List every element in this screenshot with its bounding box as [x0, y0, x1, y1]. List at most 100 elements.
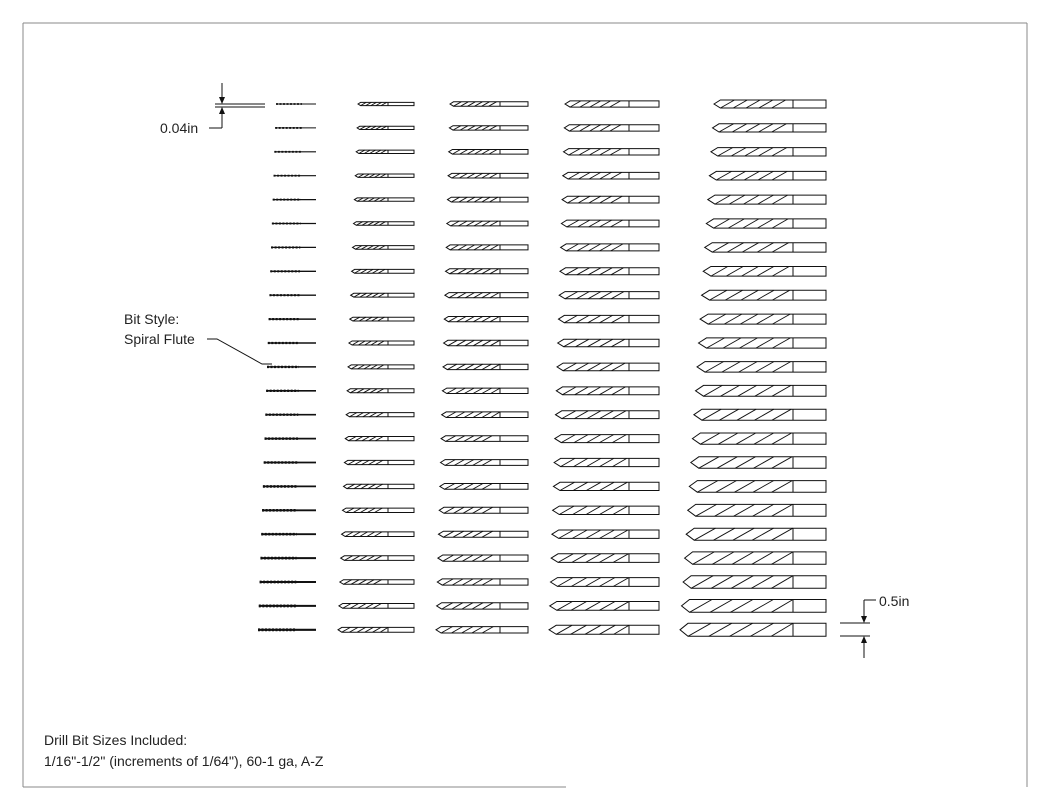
drill-bit	[553, 434, 660, 444]
bit-style-leader-line	[207, 338, 272, 365]
drill-bit-flutes	[344, 531, 383, 537]
sheet-frame	[22, 22, 1028, 788]
drill-bit-outline	[438, 506, 529, 514]
drill-bit-outline	[561, 195, 660, 204]
drill-bit-outline	[564, 100, 660, 108]
drill-bit-outline	[441, 387, 529, 394]
drill-bit-outline	[347, 340, 415, 346]
drill-bit	[554, 410, 660, 420]
drill-bit-flutes	[442, 554, 494, 562]
drill-bit	[440, 435, 529, 442]
drill-bit-outline	[559, 243, 660, 252]
drill-bit-outline	[688, 480, 827, 493]
drill-bit-flutes	[450, 220, 499, 227]
drill-bit-outline	[702, 266, 827, 277]
drill-bit-outline	[703, 242, 827, 253]
drill-bit	[345, 412, 415, 418]
drill-bit	[558, 267, 660, 276]
drill-bit-flutes	[558, 529, 629, 539]
drill-bit-outline	[447, 149, 529, 155]
drill-bit-outline	[345, 412, 415, 418]
drill-bit-outline	[562, 148, 660, 156]
drill-bit-outline	[351, 245, 415, 250]
drill-bit	[550, 553, 660, 563]
drill-bit	[436, 554, 529, 562]
drill-bit-flutes	[704, 361, 791, 373]
dimension-large-label: 0.5in	[879, 593, 910, 609]
drill-bit-flutes	[453, 101, 497, 107]
drill-bit	[355, 149, 415, 154]
drill-bit-flutes	[557, 553, 629, 563]
bit-style-value: Spiral Flute	[124, 331, 195, 347]
drill-bit	[442, 339, 529, 347]
drill-bit-outline	[435, 626, 529, 634]
drill-bit	[347, 364, 415, 370]
drill-bit	[562, 148, 660, 156]
drill-bit	[337, 626, 415, 633]
drill-bit-flutes	[358, 149, 387, 154]
drill-bit-flutes	[709, 289, 790, 301]
drill-bit-flutes	[345, 507, 383, 513]
drill-bit-flutes	[557, 577, 630, 587]
drill-bit-flutes	[700, 432, 792, 445]
drill-bit-flutes	[441, 578, 494, 586]
drill-bit-flutes	[567, 172, 623, 180]
drill-bit	[447, 172, 529, 179]
drill-bit-flutes	[357, 173, 387, 178]
drill-bit-outline	[552, 481, 660, 491]
drill-bit-flutes	[342, 603, 382, 609]
drill-bit	[686, 503, 827, 517]
drill-bit-grid	[258, 99, 827, 637]
drill-bit-outline	[337, 603, 415, 609]
drill-bit-flutes	[556, 601, 630, 611]
drill-bit-outline	[357, 101, 415, 107]
dimension-small	[209, 83, 265, 129]
drill-bit-outline	[685, 527, 827, 541]
drill-bit-outline	[440, 435, 529, 442]
drill-bit-flutes	[687, 622, 794, 637]
drill-bit-flutes	[449, 244, 499, 251]
drill-bit-outline	[563, 124, 660, 132]
drill-bit	[551, 505, 660, 515]
drill-bit	[445, 244, 529, 251]
drill-bit-flutes	[565, 243, 624, 252]
drill-bit-outline	[560, 219, 660, 228]
drill-bit-flutes	[561, 410, 627, 419]
drill-bit-outline	[548, 601, 660, 611]
drill-bit-outline	[446, 196, 529, 203]
drill-bit-flutes	[441, 602, 494, 610]
drill-bit	[445, 220, 529, 227]
drill-bit	[353, 197, 415, 202]
drill-bit-outline	[447, 172, 529, 179]
drill-bit	[689, 456, 827, 469]
drill-bit-outline	[553, 457, 660, 468]
drill-bit-outline	[353, 197, 415, 202]
drill-bit-outline	[347, 364, 415, 370]
drill-bit	[446, 196, 529, 203]
drill-bit-outline	[679, 622, 827, 637]
drill-bit-outline	[553, 434, 660, 444]
drill-bit-outline	[340, 531, 415, 537]
drill-bit	[560, 219, 660, 228]
drill-bit	[354, 173, 415, 178]
drill-bit-outline	[556, 362, 660, 372]
drill-bit	[558, 291, 660, 300]
drill-bit-outline	[348, 316, 415, 322]
drill-bit-outline	[709, 147, 827, 157]
drill-bit-outline	[346, 388, 415, 394]
drill-bit	[685, 527, 827, 541]
drill-bit	[436, 578, 529, 586]
drill-bit	[555, 386, 660, 396]
drill-bit	[449, 101, 529, 107]
drill-bit-outline	[550, 529, 660, 539]
drill-bit-flutes	[448, 316, 500, 323]
drill-bit-flutes	[440, 626, 494, 634]
drill-bit	[696, 361, 827, 373]
drill-bit-outline	[689, 456, 827, 469]
drill-bit	[437, 530, 529, 538]
drill-bit-outline	[440, 411, 529, 418]
drill-bit-flutes	[718, 123, 787, 133]
drill-bit	[709, 147, 827, 157]
drill-bit-outline	[437, 530, 529, 538]
drill-bit-outline	[711, 123, 827, 133]
